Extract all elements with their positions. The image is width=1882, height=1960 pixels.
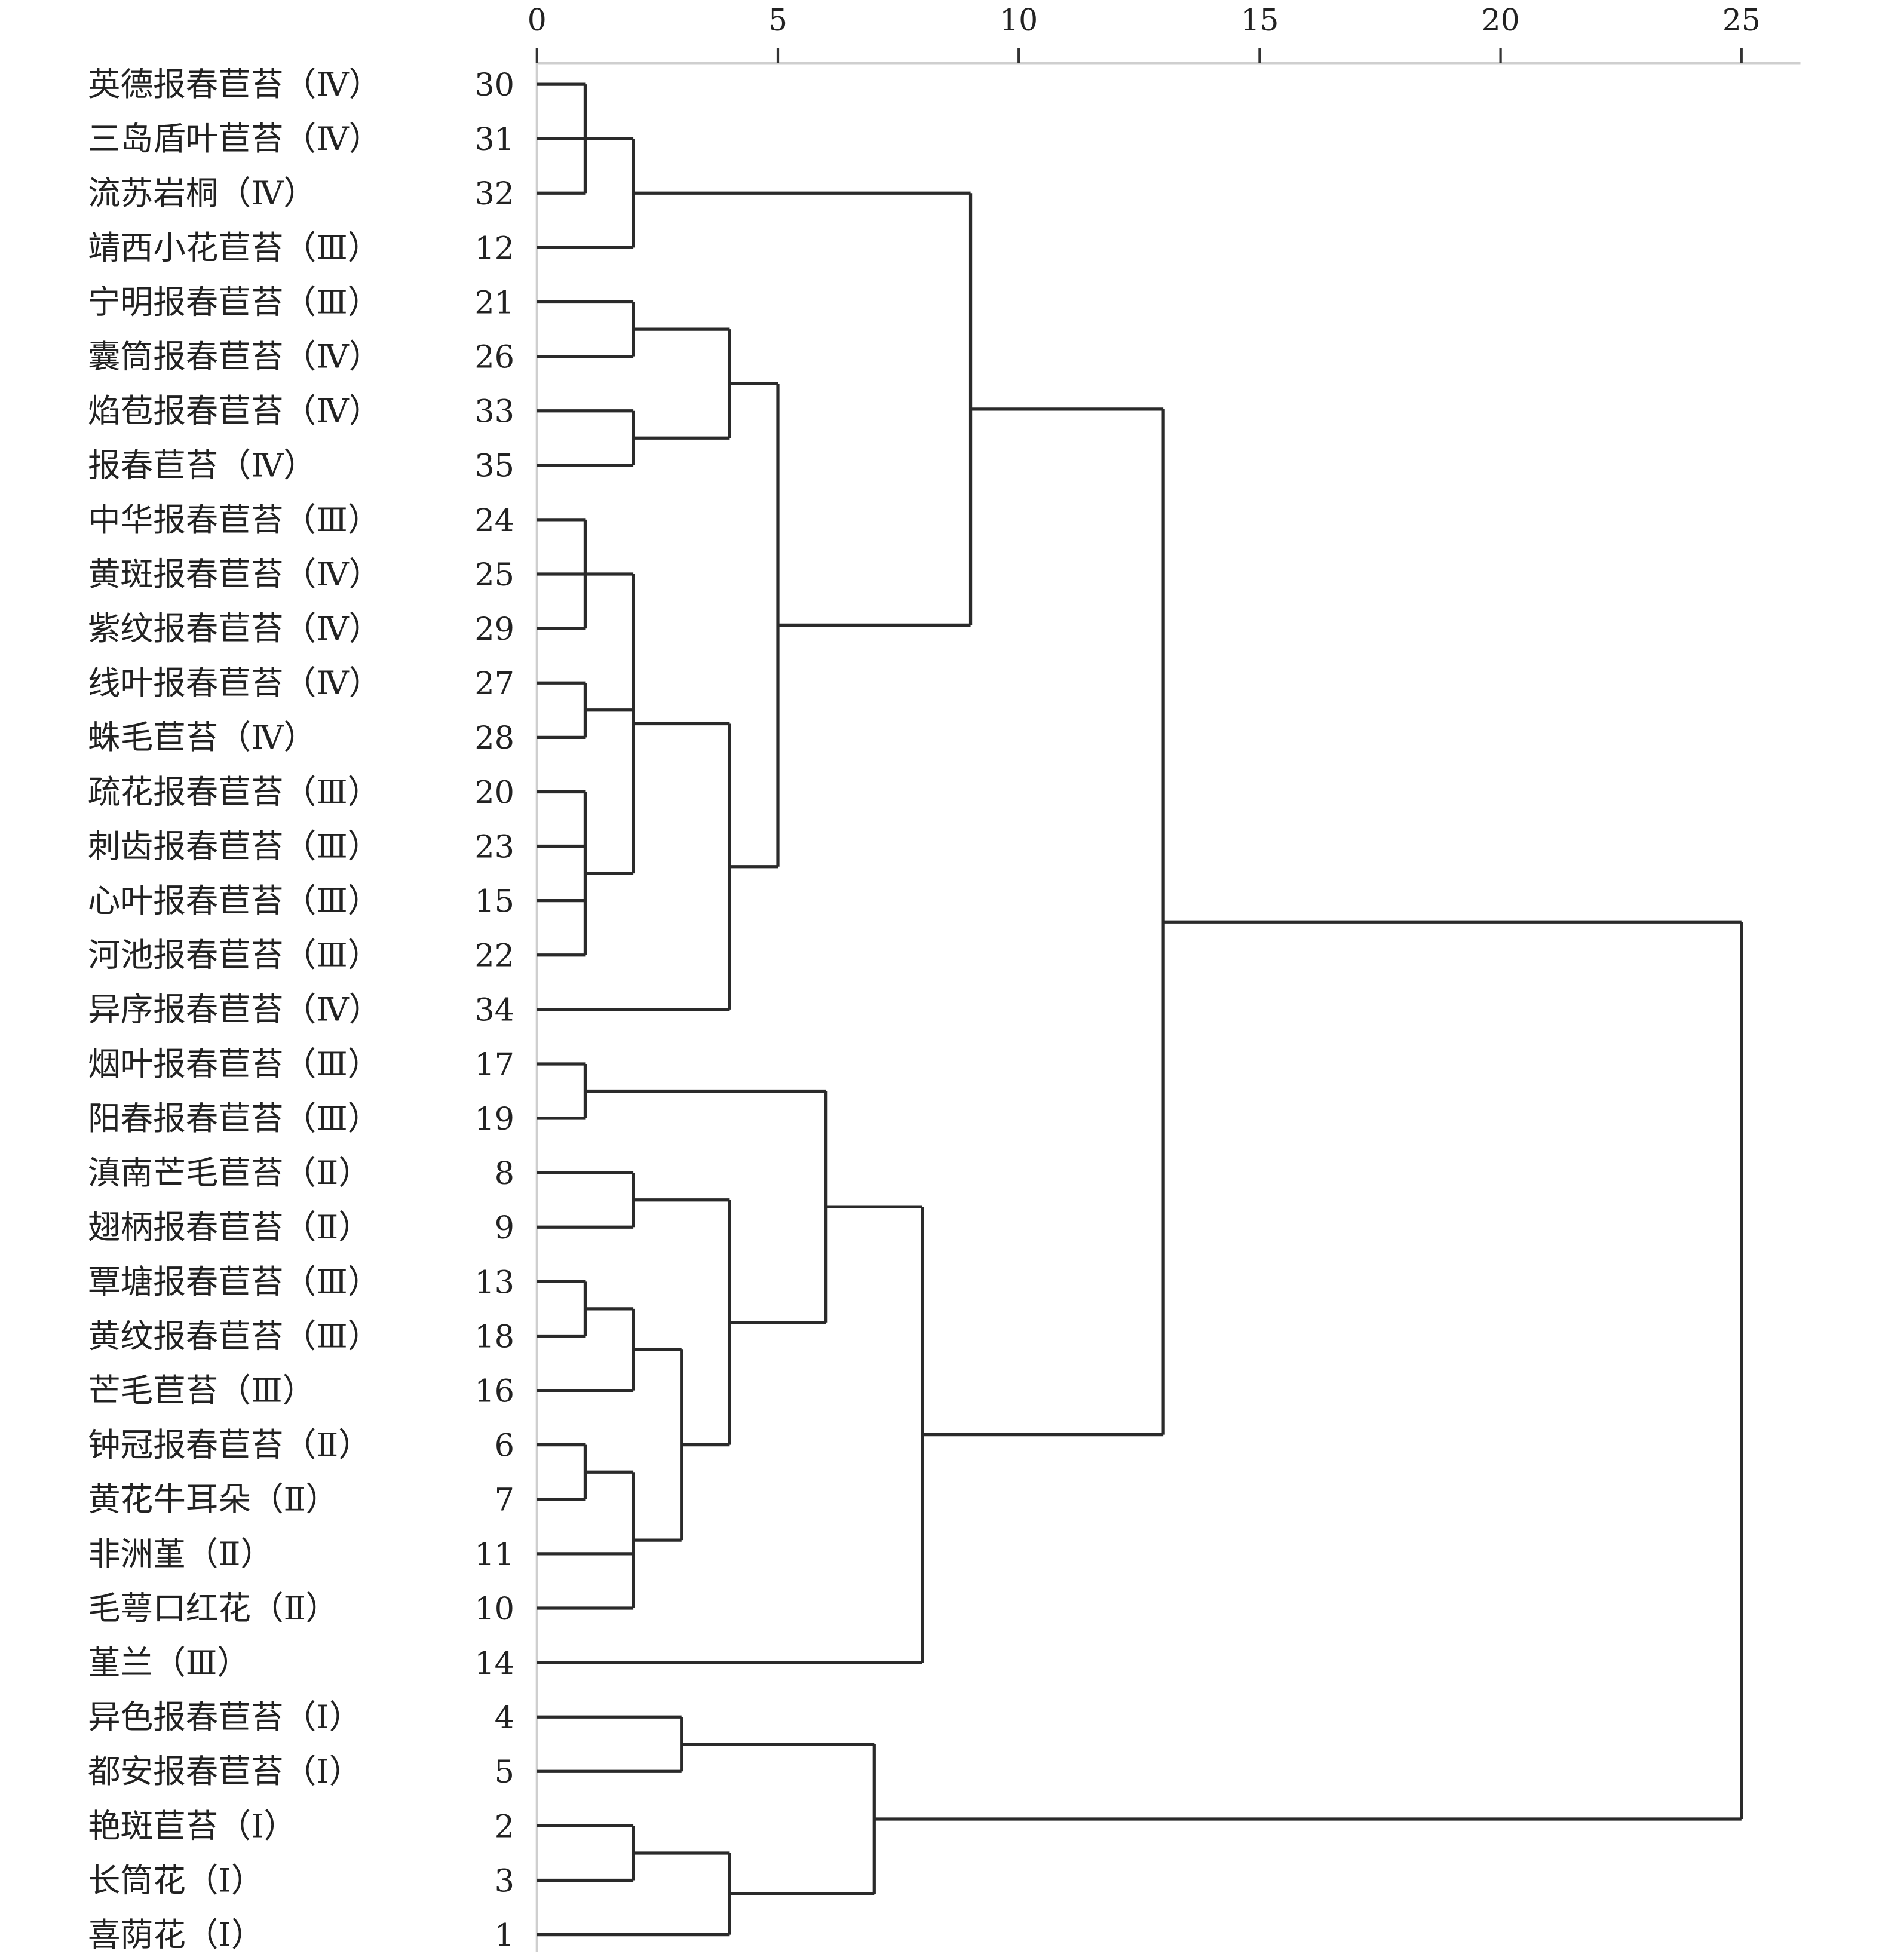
leaf-name-label: 宁明报春苣苔（Ⅲ） (88, 283, 380, 321)
x-tick-label: 5 (768, 2, 787, 38)
leaf-name-label: 三岛盾叶苣苔（Ⅳ） (88, 119, 381, 158)
leaf-id-label: 30 (474, 67, 514, 103)
leaf-id-label: 20 (474, 774, 514, 811)
leaf-name-label: 阳春报春苣苔（Ⅲ） (88, 1099, 380, 1137)
leaf-name-label: 异色报春苣苔（Ⅰ） (88, 1698, 361, 1736)
leaf-id-label: 19 (474, 1101, 514, 1137)
leaf-id-label: 8 (495, 1155, 514, 1192)
leaf-name-label: 囊筒报春苣苔（Ⅳ） (88, 338, 381, 376)
leaf-id-label: 13 (474, 1264, 514, 1300)
leaf-name-label: 喜荫花（Ⅰ） (88, 1916, 264, 1954)
leaf-name-label: 中华报春苣苔（Ⅲ） (88, 501, 380, 539)
leaf-name-label: 线叶报春苣苔（Ⅳ） (88, 664, 381, 702)
leaf-name-label: 紫纹报春苣苔（Ⅳ） (88, 609, 381, 648)
leaf-name-label: 烟叶报春苣苔（Ⅲ） (88, 1045, 380, 1083)
leaf-id-label: 1 (495, 1918, 514, 1954)
leaf-id-label: 28 (474, 720, 514, 756)
x-tick-label: 25 (1722, 2, 1761, 38)
leaf-id-label: 12 (474, 230, 514, 266)
leaf-name-label: 滇南芒毛苣苔（Ⅱ） (88, 1154, 371, 1192)
leaf-id-label: 9 (495, 1210, 514, 1246)
leaf-id-label: 29 (474, 611, 514, 648)
leaf-id-label: 16 (474, 1373, 514, 1409)
leaf-name-label: 报春苣苔（Ⅳ） (88, 446, 316, 484)
leaf-name-label: 黄斑报春苣苔（Ⅳ） (88, 555, 381, 593)
leaf-labels: 英德报春苣苔（Ⅳ）30三岛盾叶苣苔（Ⅳ）31流苏岩桐（Ⅳ）32靖西小花苣苔（Ⅲ）… (88, 65, 514, 1954)
leaf-id-label: 10 (474, 1591, 514, 1627)
leaf-id-label: 2 (495, 1808, 514, 1845)
leaf-id-label: 6 (495, 1428, 514, 1464)
leaf-id-label: 24 (474, 502, 514, 539)
leaf-id-label: 34 (474, 992, 514, 1029)
leaf-id-label: 35 (474, 448, 514, 484)
leaf-id-label: 5 (495, 1754, 514, 1790)
leaf-name-label: 异序报春苣苔（Ⅳ） (88, 990, 381, 1029)
leaf-id-label: 17 (474, 1047, 514, 1083)
leaf-name-label: 堇兰（Ⅲ） (88, 1643, 250, 1682)
leaf-id-label: 27 (474, 665, 514, 702)
leaf-name-label: 非洲堇（Ⅱ） (88, 1535, 273, 1573)
leaf-name-label: 覃塘报春苣苔（Ⅲ） (88, 1262, 380, 1300)
leaf-name-label: 蛛毛苣苔（Ⅳ） (88, 718, 316, 756)
leaf-name-label: 长筒花（Ⅰ） (88, 1861, 264, 1899)
leaf-id-label: 32 (474, 176, 514, 212)
leaf-id-label: 33 (474, 394, 514, 430)
leaf-id-label: 4 (495, 1700, 514, 1736)
leaf-name-label: 焰苞报春苣苔（Ⅳ） (88, 392, 381, 430)
leaf-name-label: 黄花牛耳朵（Ⅱ） (88, 1480, 338, 1519)
leaf-id-label: 11 (474, 1536, 514, 1573)
leaf-id-label: 18 (474, 1318, 514, 1355)
leaf-id-label: 26 (474, 339, 514, 376)
leaf-id-label: 25 (474, 557, 514, 593)
leaf-name-label: 心叶报春苣苔（Ⅲ） (88, 882, 380, 920)
leaf-name-label: 靖西小花苣苔（Ⅲ） (88, 228, 380, 266)
leaf-name-label: 刺齿报春苣苔（Ⅲ） (88, 827, 380, 865)
leaf-name-label: 黄纹报春苣苔（Ⅲ） (88, 1317, 380, 1355)
leaf-name-label: 都安报春苣苔（Ⅰ） (88, 1752, 361, 1790)
leaf-id-label: 3 (495, 1863, 514, 1899)
leaf-name-label: 艳斑苣苔（Ⅰ） (88, 1806, 296, 1845)
leaf-name-label: 英德报春苣苔（Ⅳ） (88, 65, 381, 103)
x-tick-label: 20 (1482, 2, 1520, 38)
dendrogram-links (537, 82, 1743, 1937)
leaf-id-label: 22 (474, 938, 514, 974)
x-tick-label: 15 (1240, 2, 1279, 38)
leaf-name-label: 钟冠报春苣苔（Ⅱ） (88, 1426, 371, 1464)
leaf-id-label: 21 (474, 284, 514, 321)
leaf-name-label: 翅柄报春苣苔（Ⅱ） (88, 1208, 371, 1246)
leaf-name-label: 流苏岩桐（Ⅳ） (88, 174, 316, 212)
leaf-id-label: 14 (474, 1645, 514, 1682)
x-tick-label: 0 (528, 2, 547, 38)
leaf-id-label: 23 (474, 829, 514, 865)
leaf-id-label: 7 (495, 1482, 514, 1519)
leaf-name-label: 芒毛苣苔（Ⅲ） (88, 1371, 315, 1409)
leaf-name-label: 疏花报春苣苔（Ⅲ） (88, 772, 380, 811)
leaf-id-label: 15 (474, 884, 514, 920)
leaf-name-label: 毛萼口红花（Ⅱ） (88, 1589, 338, 1627)
x-tick-label: 10 (1000, 2, 1038, 38)
leaf-id-label: 31 (474, 121, 514, 158)
leaf-name-label: 河池报春苣苔（Ⅲ） (88, 936, 380, 974)
x-axis: 0 5 10 15 20 25 (528, 2, 1801, 1953)
